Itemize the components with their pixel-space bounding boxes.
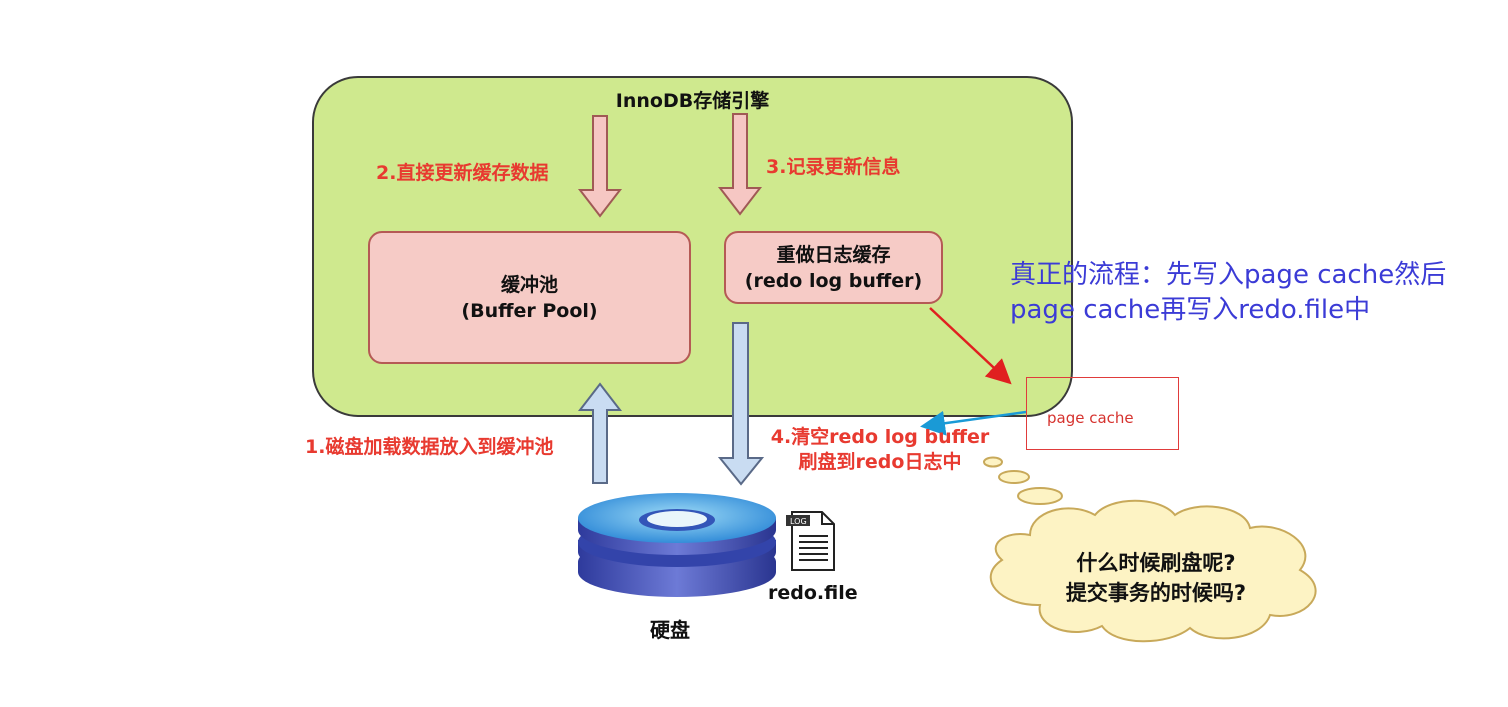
step2-label: 2.直接更新缓存数据 xyxy=(376,162,549,184)
step3-label: 3.记录更新信息 xyxy=(766,156,901,178)
thought-bubbles xyxy=(983,456,1063,505)
flow-note: 真正的流程：先写入page cache然后 page cache再写入redo.… xyxy=(1010,258,1446,328)
page-cache-box xyxy=(1026,377,1179,450)
redo-log-buffer-box: 重做日志缓存 (redo log buffer) xyxy=(724,231,943,304)
cloud-text-line2: 提交事务的时候吗? xyxy=(1065,581,1247,605)
step1-label: 1.磁盘加载数据放入到缓冲池 xyxy=(305,436,554,458)
buffer-pool-box: 缓冲池 (Buffer Pool) xyxy=(368,231,691,364)
buffer-pool-label: 缓冲池 xyxy=(500,273,558,296)
redo-log-buffer-sublabel: (redo log buffer) xyxy=(744,269,923,292)
hard-disk-label: 硬盘 xyxy=(650,618,690,642)
hard-disk-icon xyxy=(578,493,776,597)
log-badge-text: LOG xyxy=(790,517,807,526)
step2-down-arrow xyxy=(577,115,623,218)
cloud-text-line1: 什么时候刷盘呢? xyxy=(1076,551,1236,575)
flow-note-line1: 真正的流程：先写入page cache然后 xyxy=(1010,260,1447,290)
thought-cloud xyxy=(989,499,1317,643)
cloud-text: 什么时候刷盘呢? 提交事务的时候吗? xyxy=(1000,548,1312,608)
page-cache-label: page cache xyxy=(1047,409,1134,427)
redo-log-buffer-label: 重做日志缓存 xyxy=(776,243,891,266)
log-file-icon xyxy=(786,511,835,571)
step4-down-arrow xyxy=(717,322,765,486)
blue-flow-arrow xyxy=(920,410,1027,436)
engine-title: InnoDB存储引擎 xyxy=(615,90,770,112)
red-flow-arrow xyxy=(929,307,1012,385)
step4-label: 4.清空redo log buffer 刷盘到redo日志中 xyxy=(770,425,990,475)
redo-file-label: redo.file xyxy=(768,582,858,604)
flow-note-line2: page cache再写入redo.file中 xyxy=(1010,295,1371,325)
step4-label-line2: 刷盘到redo日志中 xyxy=(798,451,962,473)
buffer-pool-sublabel: (Buffer Pool) xyxy=(461,299,598,322)
step1-up-arrow xyxy=(577,382,623,484)
step4-label-line1: 4.清空redo log buffer xyxy=(770,426,990,448)
step3-down-arrow xyxy=(717,113,763,216)
